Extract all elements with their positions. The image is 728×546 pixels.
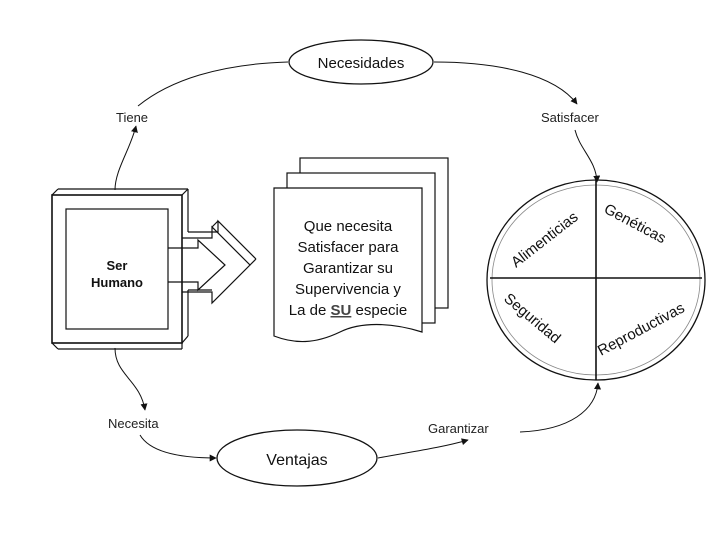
needs-circle bbox=[486, 179, 706, 381]
ventajas-label: Ventajas bbox=[266, 452, 327, 469]
edge-necesita-ventajas bbox=[139, 434, 217, 462]
svg-text:Satisfacer para: Satisfacer para bbox=[298, 239, 400, 256]
quadrant-alimenticias: Alimenticias bbox=[508, 208, 582, 271]
ventajas-node bbox=[216, 429, 378, 487]
edge-to-necesita bbox=[114, 347, 148, 411]
ser-humano-label: Ser bbox=[107, 258, 128, 273]
ser-humano-shape bbox=[51, 188, 257, 350]
edge-tiene-necesidades bbox=[137, 61, 289, 107]
svg-text:La de SU especie: La de SU especie bbox=[289, 302, 407, 319]
svg-text:Supervivencia y: Supervivencia y bbox=[295, 281, 401, 298]
ser-humano-label: Humano bbox=[91, 275, 143, 290]
document-stack bbox=[273, 157, 449, 343]
edge-necesidades-satisfacer bbox=[433, 61, 578, 105]
necesidades-label: Necesidades bbox=[318, 55, 405, 72]
quadrant-seguridad: Seguridad bbox=[500, 290, 563, 347]
edge-label-tiene: Tiene bbox=[116, 110, 148, 125]
document-last-suffix: especie bbox=[351, 302, 407, 319]
edge-label-satisfacer: Satisfacer bbox=[541, 110, 599, 125]
document-emphasis: SU bbox=[331, 302, 352, 319]
connectors bbox=[114, 61, 602, 462]
necesidades-node bbox=[288, 39, 434, 85]
document-last-prefix: La de bbox=[289, 302, 331, 319]
edge-label-garantizar: Garantizar bbox=[428, 421, 489, 436]
edge-satisfacer-circle bbox=[574, 129, 601, 183]
edge-ventajas-garantizar bbox=[377, 438, 469, 459]
document-text: Que necesita Satisfacer para Garantizar … bbox=[289, 218, 407, 319]
edge-label-necesita: Necesita bbox=[108, 416, 159, 431]
svg-text:Garantizar su: Garantizar su bbox=[303, 260, 393, 277]
quadrant-geneticas: Genéticas bbox=[601, 201, 669, 248]
edge-to-tiene bbox=[114, 125, 138, 191]
svg-text:Que necesita: Que necesita bbox=[304, 218, 393, 235]
edge-garantizar-circle bbox=[519, 382, 602, 433]
